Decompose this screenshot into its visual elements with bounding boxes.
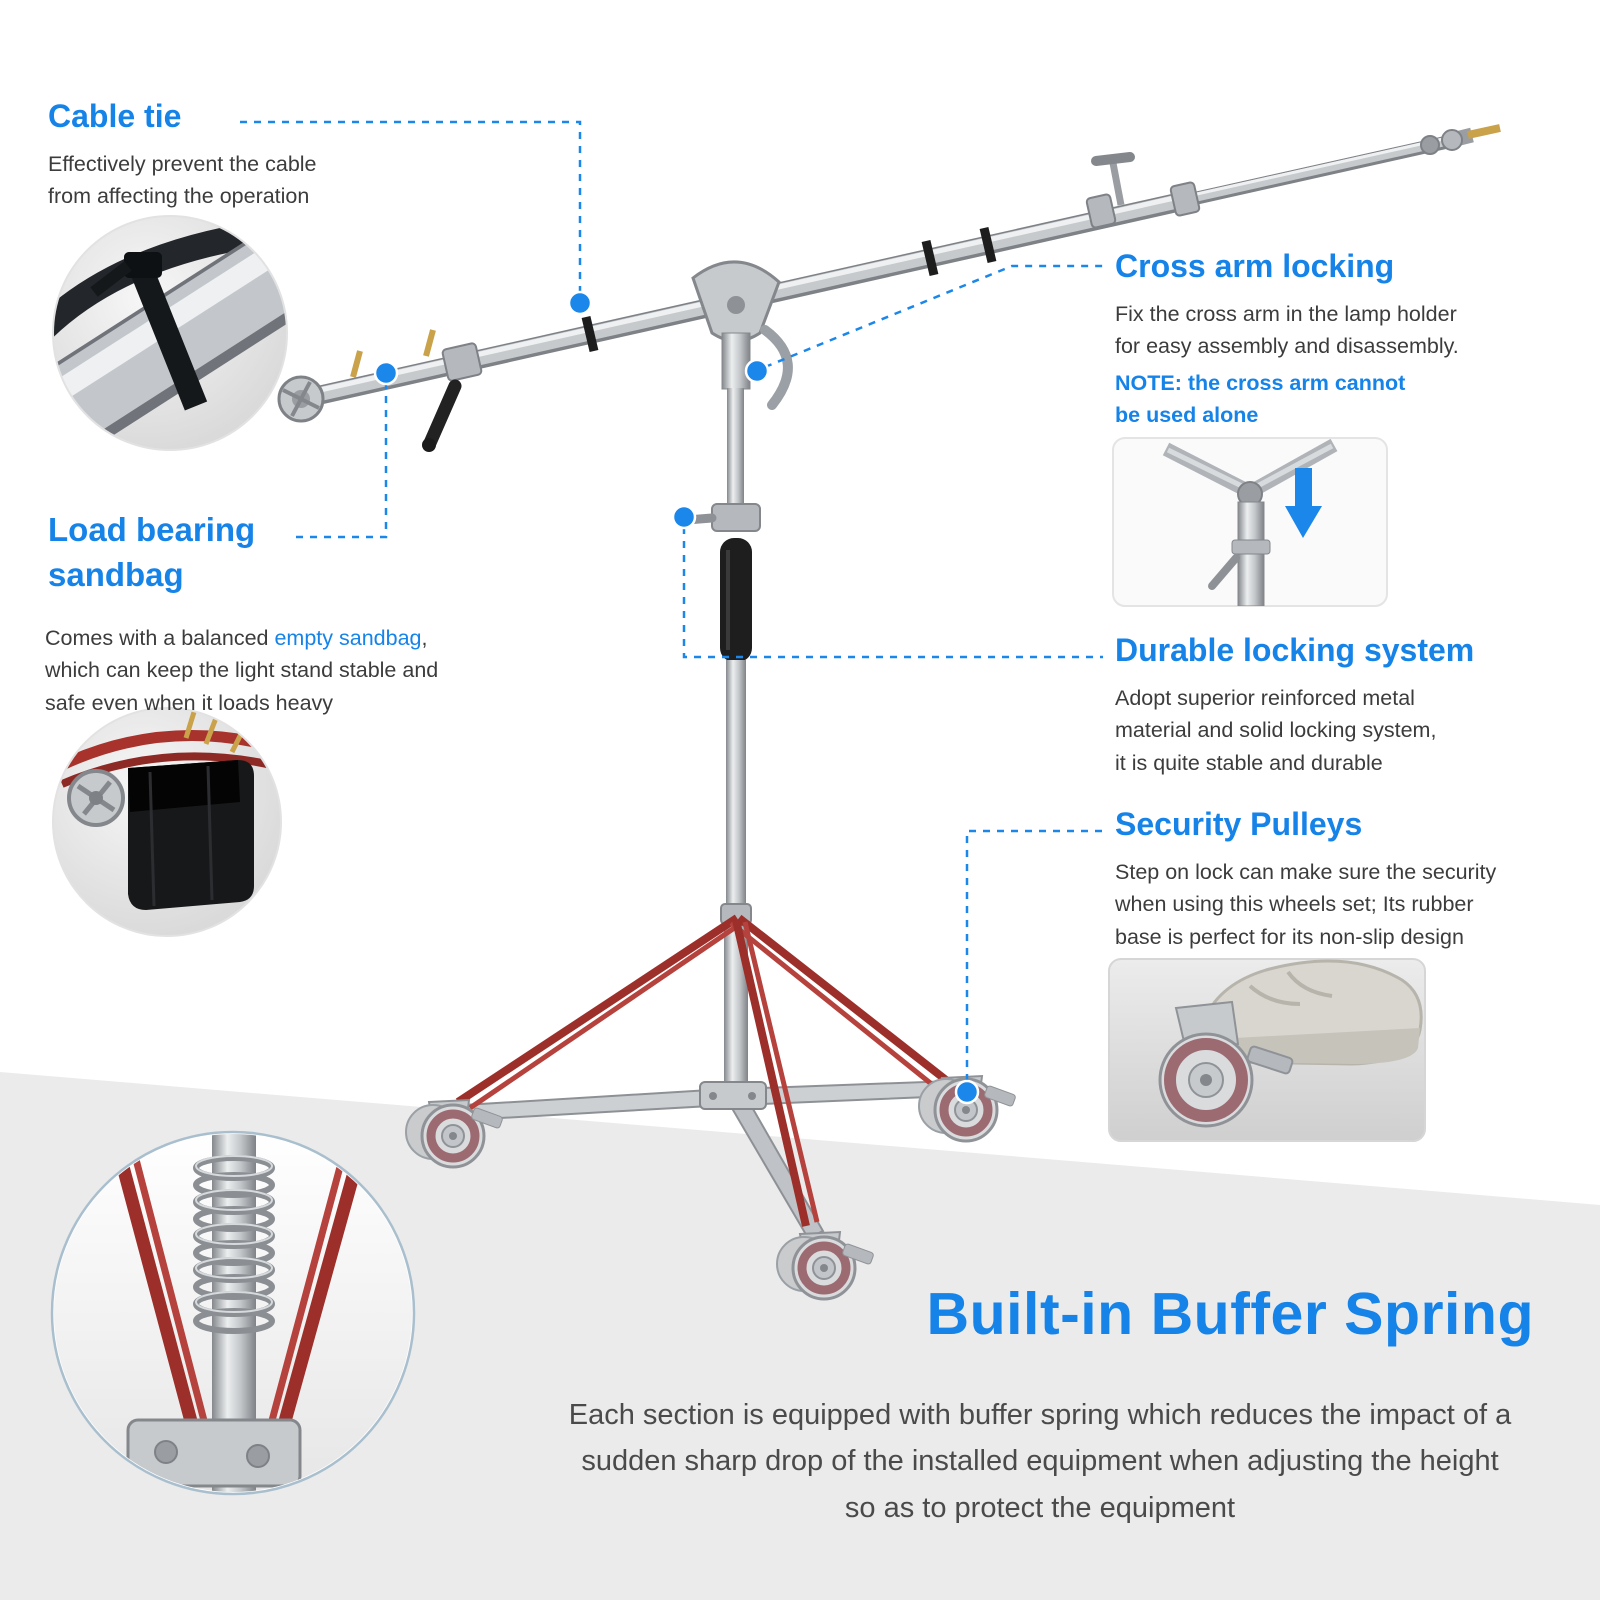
callout-connectors [240, 120, 1103, 1081]
callout-buffer-spring-desc: Each section is equipped with buffer spr… [510, 1392, 1570, 1531]
red-braces [455, 914, 949, 1227]
tripod-base [405, 914, 1016, 1301]
locking-collar [711, 503, 761, 532]
sandbag-photo [52, 707, 282, 937]
grip-head [691, 260, 793, 410]
brake-pedal [842, 1243, 874, 1265]
boom-tension-knob [1091, 152, 1135, 206]
boom-telescope-collar [1169, 181, 1201, 217]
callout-dot-sandbag [373, 360, 399, 386]
cable-tie-title: Cable tie [48, 98, 182, 134]
buffer-spring-desc: Each section is equipped with buffer spr… [568, 1399, 1512, 1524]
callout-line-sandbag [296, 383, 388, 539]
boom-counterweight-knob [277, 375, 325, 423]
callout-line-pulleys [965, 829, 1103, 1081]
callout-line-cross-arm [764, 264, 1103, 369]
callout-security-pulleys: Security Pulleys Step on lock can make s… [1115, 804, 1595, 953]
callout-line-locking [682, 527, 1103, 659]
boom-clamp-lever [422, 342, 483, 452]
cross-arm-title: Cross arm locking [1115, 248, 1395, 284]
callout-dot-cross-arm [744, 358, 770, 384]
locking-title: Durable locking system [1115, 632, 1475, 668]
cross-arm-photo [1112, 437, 1388, 607]
brake-pedal [984, 1085, 1016, 1107]
callout-dot-pulleys [954, 1079, 980, 1105]
callout-line-cable-tie [240, 120, 582, 294]
cable-tie-band [581, 315, 599, 353]
callout-cross-arm: Cross arm locking Fix the cross arm in t… [1115, 246, 1575, 431]
brake-pedal [471, 1107, 503, 1129]
pulleys-photo [1108, 958, 1426, 1142]
brake-pedal [1246, 1045, 1294, 1075]
callout-dots [373, 290, 980, 1105]
foam-grip [720, 538, 752, 662]
callout-dot-locking [671, 504, 697, 530]
callout-buffer-spring-title: Built-in Buffer Spring [634, 1278, 1534, 1352]
callout-dot-cable-tie [567, 290, 593, 316]
boom-end-swivel [1420, 124, 1501, 155]
spigot-pin [350, 350, 363, 378]
empty-sandbag-highlight: empty sandbag [274, 626, 422, 650]
sandbag-desc: Comes with a balanced empty sandbag,whic… [45, 626, 439, 715]
cable-tie-band [979, 226, 997, 264]
down-arrow-icon [1285, 468, 1322, 538]
boom-joint-collar [1085, 193, 1117, 229]
base-hub [699, 1081, 767, 1110]
caster-wheel-front [776, 1230, 874, 1301]
floor-background [0, 1072, 1600, 1600]
callout-locking-system: Durable locking system Adopt superior re… [1115, 630, 1585, 779]
buffer-spring-photo [50, 1130, 416, 1496]
spigot-pin [423, 329, 436, 357]
caster-wheel-left [405, 1098, 503, 1169]
cable-tie-band [921, 239, 939, 277]
cable-tie-photo [52, 215, 288, 451]
pulleys-title: Security Pulleys [1115, 806, 1363, 842]
callout-sandbag-desc: Comes with a balanced empty sandbag,whic… [45, 610, 565, 719]
buffer-spring-title: Built-in Buffer Spring [926, 1281, 1534, 1347]
